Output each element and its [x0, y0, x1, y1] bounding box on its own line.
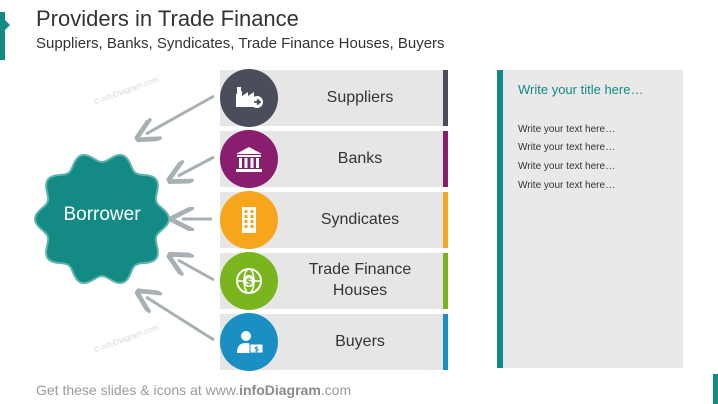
footer-prefix: Get these slides & icons at www.: [36, 382, 240, 398]
arrow-from-suppliers: [146, 94, 215, 134]
footer-credit: Get these slides & icons at www.infoDiag…: [36, 382, 351, 398]
panel-text-line[interactable]: Write your text here…: [518, 142, 616, 153]
provider-label: Banks: [337, 149, 383, 167]
borrower-diagram: [33, 94, 215, 342]
provider-row-syndicates: Syndicates: [220, 191, 448, 249]
slide-subtitle: Suppliers, Banks, Syndicates, Trade Fina…: [36, 35, 445, 52]
buyer-icon: $: [220, 313, 278, 371]
svg-text:$: $: [246, 277, 253, 288]
footer-brand: infoDiagram: [239, 382, 321, 398]
left-accent-bar: [0, 12, 10, 60]
provider-label: Trade Finance Houses: [308, 261, 412, 299]
row-accent-bar: [443, 314, 448, 370]
panel-accent-edge: [497, 70, 503, 368]
borrower-label: Borrower: [63, 204, 141, 225]
factory-icon: [220, 69, 278, 127]
panel-text-line[interactable]: Write your text here…: [518, 180, 616, 191]
provider-label: Buyers: [335, 332, 385, 350]
arrow-from-banks: [178, 155, 215, 176]
arrow-from-trade-finance-houses: [178, 260, 215, 282]
text-panel: Write your title here… Write your text h…: [497, 70, 683, 368]
provider-row-buyers: $ Buyers: [220, 313, 448, 371]
provider-row-suppliers: Suppliers: [220, 69, 448, 127]
panel-text-line[interactable]: Write your text here…: [518, 161, 616, 172]
row-accent-bar: [443, 192, 448, 248]
footer-suffix: .com: [320, 382, 352, 398]
right-accent-bar: [713, 374, 718, 404]
building-icon: [220, 191, 278, 249]
row-accent-bar: [443, 70, 448, 126]
provider-label: Syndicates: [320, 210, 400, 228]
arrow-from-buyers: [146, 297, 215, 342]
panel-text-line[interactable]: Write your text here…: [518, 124, 616, 135]
slide-title: Providers in Trade Finance: [36, 6, 299, 31]
row-accent-bar: [443, 253, 448, 309]
svg-text:$: $: [254, 346, 259, 354]
bank-icon: [220, 130, 278, 188]
borrower-blob: [33, 153, 171, 285]
globe-dollar-icon: $: [220, 252, 278, 310]
provider-row-trade-finance-houses: $ Trade Finance Houses: [220, 252, 448, 310]
row-accent-bar: [443, 131, 448, 187]
panel-title[interactable]: Write your title here…: [518, 82, 644, 97]
provider-label: Suppliers: [326, 88, 394, 106]
provider-row-banks: Banks: [220, 130, 448, 188]
